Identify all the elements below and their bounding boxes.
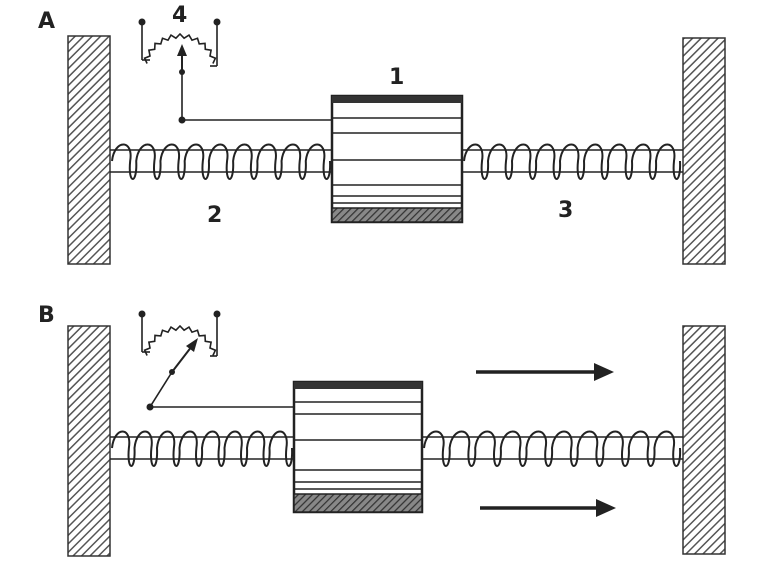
spring-left (111, 430, 294, 467)
linkage-pivot (178, 116, 186, 124)
linkage-pivot (146, 403, 154, 411)
motion-arrow-bottom (480, 499, 616, 517)
right-wall (682, 325, 726, 555)
panel-a-label: A (38, 9, 55, 34)
wiper-arrow-icon (177, 44, 187, 56)
spring-right-label: 3 (558, 198, 573, 223)
wiper-linkage (181, 72, 332, 121)
resistor-coil (143, 32, 217, 64)
left-wall (67, 35, 111, 265)
potentiometer (138, 310, 221, 357)
spring-right (463, 143, 682, 180)
wiper-arrow-icon (186, 338, 198, 352)
panel-b-label: B (38, 303, 55, 328)
motion-arrow-top (476, 363, 614, 381)
mass-block (292, 380, 424, 514)
arrow-right-icon (596, 499, 616, 517)
mass-label: 1 (389, 65, 404, 90)
left-wall (67, 325, 111, 557)
resistor-coil (143, 324, 217, 356)
right-wall (682, 37, 726, 265)
potentiometer (138, 18, 221, 67)
mass-block (330, 94, 464, 224)
arrow-right-icon (594, 363, 614, 381)
panel-b: B (38, 303, 726, 557)
potentiometer-label: 4 (172, 3, 187, 28)
spring-right (423, 430, 682, 467)
panel-a: A (38, 3, 726, 265)
spring-left (111, 143, 332, 180)
wiper-arm (171, 345, 193, 373)
wiper-linkage (148, 371, 294, 408)
spring-left-label: 2 (207, 203, 222, 228)
